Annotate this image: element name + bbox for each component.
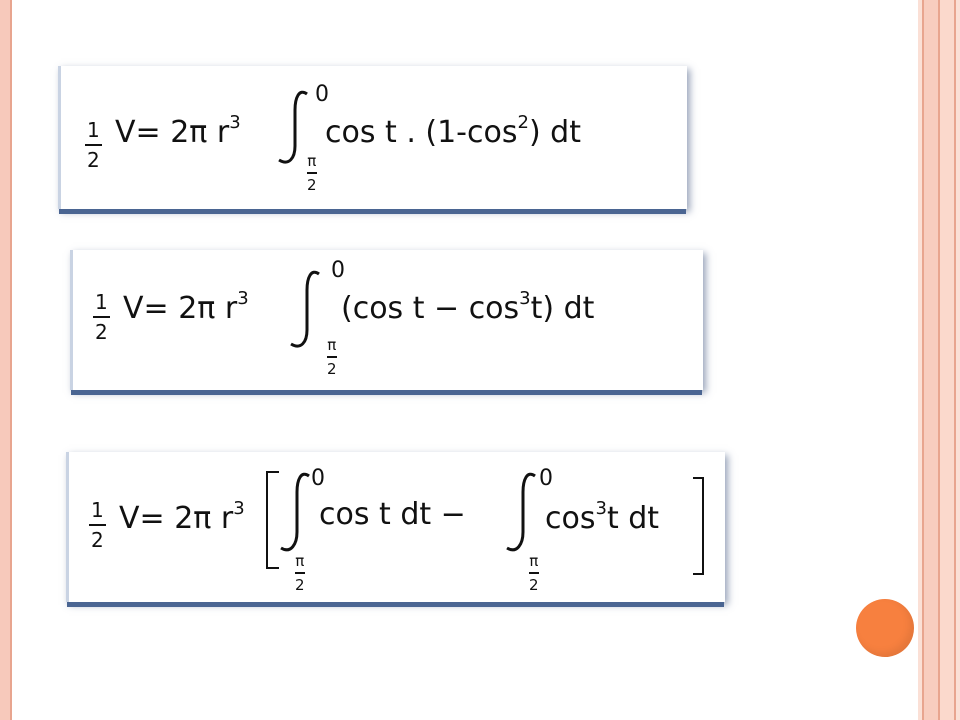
slide-frame-right xyxy=(918,0,960,720)
integrand: (cos t − cos3t) dt xyxy=(341,288,595,326)
integral-upper-limit: 0 xyxy=(539,466,553,491)
equation-lhs: V= 2π r3 xyxy=(119,498,245,536)
integral-lower-limit: π 2 xyxy=(295,552,305,594)
equation-lhs: V= 2π r3 xyxy=(115,112,241,150)
fraction-half: 1 2 xyxy=(89,498,106,552)
integral-lower-limit: π 2 xyxy=(529,552,539,594)
integral-upper-limit: 0 xyxy=(315,82,329,107)
equation-lhs: V= 2π r3 xyxy=(123,288,249,326)
equation-box-1: 1 2 V= 2π r3 0 π 2 cos t . (1-cos2) dt xyxy=(58,66,687,209)
integral-sign-icon xyxy=(506,472,536,552)
left-bracket-icon xyxy=(266,471,279,569)
right-bracket-icon xyxy=(693,477,704,575)
fraction-half: 1 2 xyxy=(85,118,102,172)
integral-sign-icon xyxy=(290,270,320,348)
equation-box-3: 1 2 V= 2π r3 0 π 2 cos t dt − 0 π 2 cos3… xyxy=(66,452,725,602)
fraction-half: 1 2 xyxy=(93,290,110,344)
slide-frame-left xyxy=(0,0,12,720)
integral-lower-limit: π 2 xyxy=(327,336,337,378)
second-term: cos3t dt xyxy=(545,498,660,536)
integral-upper-limit: 0 xyxy=(311,466,325,491)
equation-box-2: 1 2 V= 2π r3 0 π 2 (cos t − cos3t) dt xyxy=(70,250,703,390)
decorative-dot-icon xyxy=(856,599,914,657)
first-term: cos t dt − xyxy=(319,497,466,532)
integral-lower-limit: π 2 xyxy=(307,152,317,194)
integral-upper-limit: 0 xyxy=(331,258,345,283)
integral-sign-icon xyxy=(278,90,308,164)
integrand: cos t . (1-cos2) dt xyxy=(325,112,581,150)
integral-sign-icon xyxy=(280,472,310,552)
